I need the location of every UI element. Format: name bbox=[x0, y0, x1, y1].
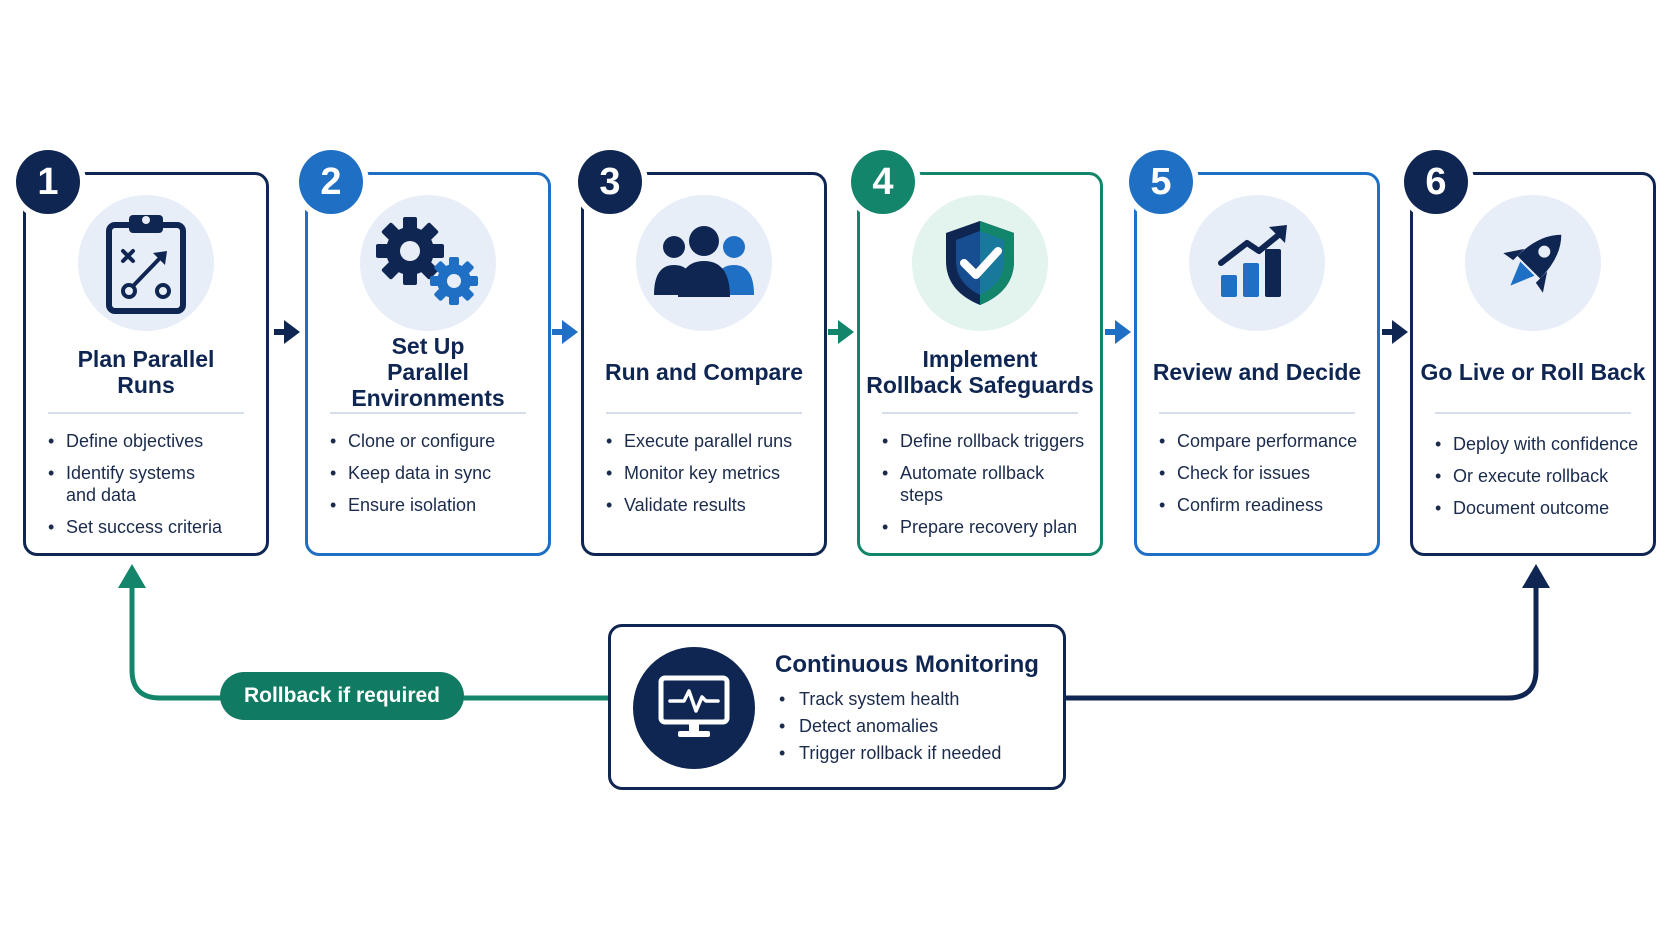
list-item: Confirm readiness bbox=[1159, 494, 1369, 516]
step-bullets: Define rollback triggers Automate rollba… bbox=[882, 430, 1092, 548]
list-item: Compare performance bbox=[1159, 430, 1369, 452]
list-item: Define objectives bbox=[48, 430, 258, 452]
list-item: Document outcome bbox=[1435, 497, 1645, 519]
gears-icon bbox=[360, 195, 496, 331]
arrow-right-icon bbox=[552, 320, 578, 344]
step-number-badge: 6 bbox=[1404, 150, 1468, 214]
monitor-heartbeat-icon bbox=[633, 647, 755, 769]
list-item: Automate rollback steps bbox=[882, 462, 1092, 506]
growth-chart-icon bbox=[1189, 195, 1325, 331]
step-number-badge: 3 bbox=[578, 150, 642, 214]
list-item: Monitor key metrics bbox=[606, 462, 816, 484]
step-bullets: Clone or configure Keep data in sync Ens… bbox=[330, 430, 540, 526]
monitoring-bullets: Track system health Detect anomalies Tri… bbox=[779, 689, 1001, 770]
step-bullets: Define objectives Identify systems and d… bbox=[48, 430, 258, 548]
arrow-right-icon bbox=[828, 320, 854, 344]
list-item: Execute parallel runs bbox=[606, 430, 816, 452]
step-title: Plan Parallel Runs bbox=[77, 346, 215, 398]
divider bbox=[882, 412, 1078, 414]
divider bbox=[1435, 412, 1631, 414]
divider bbox=[1159, 412, 1355, 414]
step-card-6: Go Live or Roll Back Deploy with confide… bbox=[1410, 172, 1656, 556]
clipboard-strategy-icon bbox=[78, 195, 214, 331]
divider bbox=[48, 412, 244, 414]
rocket-icon bbox=[1465, 195, 1601, 331]
list-item: Deploy with confidence bbox=[1435, 433, 1645, 455]
step-title: Set Up Parallel Environments bbox=[351, 333, 505, 411]
arrow-right-icon bbox=[1382, 320, 1408, 344]
divider bbox=[606, 412, 802, 414]
list-item: Validate results bbox=[606, 494, 816, 516]
monitoring-box: Continuous Monitoring Track system healt… bbox=[608, 624, 1066, 790]
step-number-badge: 4 bbox=[851, 150, 915, 214]
step-bullets: Execute parallel runs Monitor key metric… bbox=[606, 430, 816, 526]
step-number-badge: 5 bbox=[1129, 150, 1193, 214]
team-icon bbox=[636, 195, 772, 331]
rollback-label: Rollback if required bbox=[220, 672, 464, 720]
list-item: Set success criteria bbox=[48, 516, 258, 538]
step-title: Implement Rollback Safeguards bbox=[866, 346, 1094, 398]
step-card-5: Review and Decide Compare performance Ch… bbox=[1134, 172, 1380, 556]
divider bbox=[330, 412, 526, 414]
list-item: Ensure isolation bbox=[330, 494, 540, 516]
step-title: Run and Compare bbox=[604, 359, 804, 385]
list-item: Trigger rollback if needed bbox=[779, 743, 1001, 764]
list-item: Or execute rollback bbox=[1435, 465, 1645, 487]
step-number-badge: 1 bbox=[16, 150, 80, 214]
list-item: Keep data in sync bbox=[330, 462, 540, 484]
step-card-2: Set Up Parallel Environments Clone or co… bbox=[305, 172, 551, 556]
shield-check-icon bbox=[912, 195, 1048, 331]
monitoring-title: Continuous Monitoring bbox=[775, 651, 1039, 678]
step-bullets: Deploy with confidence Or execute rollba… bbox=[1435, 433, 1645, 529]
list-item: Clone or configure bbox=[330, 430, 540, 452]
step-card-1: Plan Parallel Runs Define objectives Ide… bbox=[23, 172, 269, 556]
step-card-3: Run and Compare Execute parallel runs Mo… bbox=[581, 172, 827, 556]
list-item: Prepare recovery plan bbox=[882, 516, 1092, 538]
arrow-right-icon bbox=[274, 320, 300, 344]
list-item: Define rollback triggers bbox=[882, 430, 1092, 452]
list-item: Track system health bbox=[779, 689, 1001, 710]
list-item: Identify systems and data bbox=[48, 462, 258, 506]
list-item: Detect anomalies bbox=[779, 716, 1001, 737]
step-title: Go Live or Roll Back bbox=[1420, 359, 1646, 385]
arrow-right-icon bbox=[1105, 320, 1131, 344]
list-item: Check for issues bbox=[1159, 462, 1369, 484]
step-number-badge: 2 bbox=[299, 150, 363, 214]
step-title: Review and Decide bbox=[1152, 359, 1362, 385]
step-card-4: Implement Rollback Safeguards Define rol… bbox=[857, 172, 1103, 556]
step-bullets: Compare performance Check for issues Con… bbox=[1159, 430, 1369, 526]
